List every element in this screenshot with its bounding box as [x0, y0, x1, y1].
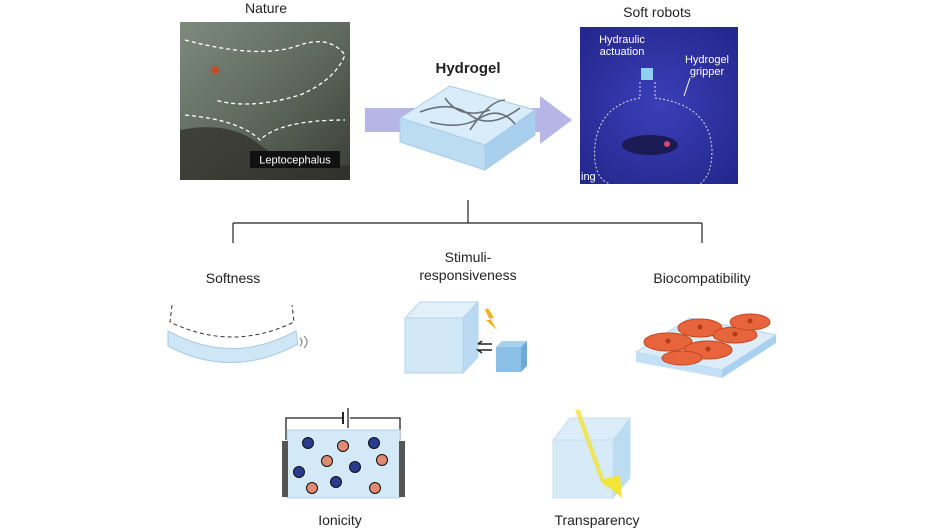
actuation-label: actuation — [600, 46, 645, 58]
softness-icon — [167, 304, 308, 363]
biocompatibility-icon — [634, 313, 778, 378]
stimuli-cube-icon — [403, 300, 527, 375]
ionicity-label: Ionicity — [318, 512, 362, 528]
softness-label: Softness — [206, 270, 260, 286]
hydrogel-label: Hydrogel — [435, 60, 500, 77]
hydraulic-label: Hydraulic — [599, 34, 645, 46]
nature-photo: Leptocephalus — [180, 22, 350, 180]
leptocephalus-caption: Leptocephalus — [259, 155, 331, 167]
nature-label: Nature — [245, 0, 287, 16]
stimuli-label-2: responsiveness — [419, 267, 516, 283]
hydrogel-gripper-label-1: Hydrogel — [685, 54, 729, 66]
stimuli-label-1: Stimuli- — [445, 249, 492, 265]
ionicity-icon — [282, 408, 405, 499]
equilibrium-arrows-icon — [475, 340, 492, 354]
transparency-label: Transparency — [554, 512, 639, 528]
transparency-icon — [551, 410, 632, 500]
soft-robots-label: Soft robots — [623, 4, 691, 20]
soft-robot-photo: Hydraulic actuation Hydrogel gripper ing — [580, 27, 738, 185]
lightning-icon — [485, 308, 497, 330]
hydrogel-gripper-label-2: gripper — [690, 66, 725, 78]
hydrogel-slab-icon — [398, 85, 537, 171]
partial-caption: ing — [581, 171, 596, 183]
tree-connector — [232, 200, 703, 243]
biocompatibility-label: Biocompatibility — [653, 270, 750, 286]
light-beam-icon — [575, 410, 608, 490]
